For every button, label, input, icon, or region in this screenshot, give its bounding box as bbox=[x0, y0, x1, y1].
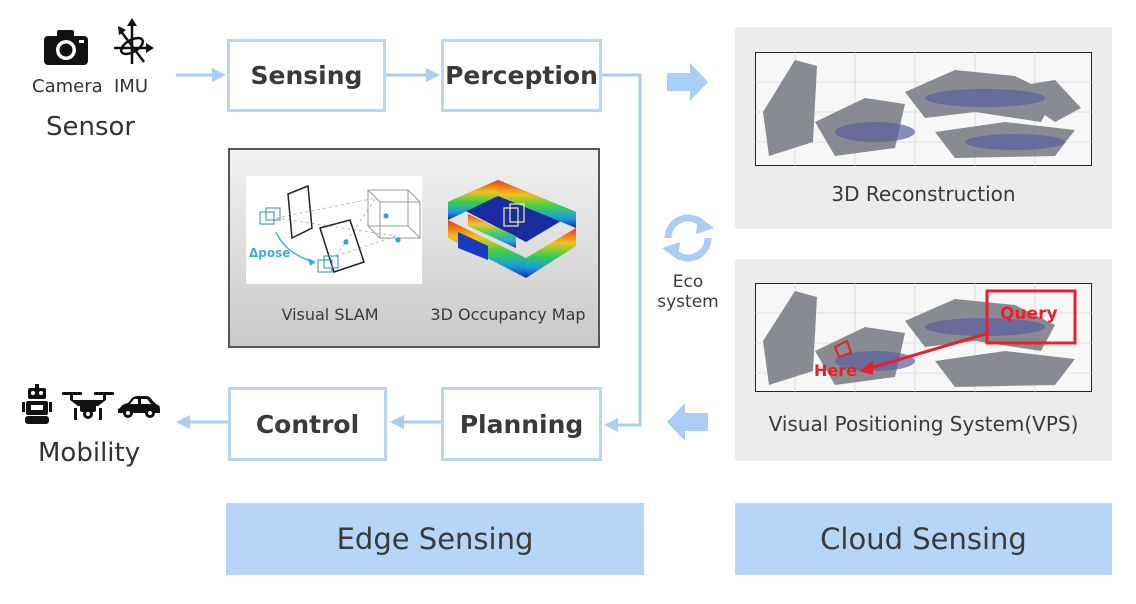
slam-delta-label: Δpose bbox=[249, 246, 291, 260]
block-arrow-to-cloud bbox=[667, 63, 708, 101]
control-node: Control bbox=[228, 387, 387, 461]
vps-caption: Visual Positioning System(VPS) bbox=[768, 412, 1079, 436]
ecosystem-line1: Eco bbox=[672, 272, 704, 292]
arrowhead-sensor-sensing bbox=[212, 68, 226, 82]
sensor-group-label: Sensor bbox=[46, 112, 136, 142]
mobility-label: Mobility bbox=[38, 438, 141, 468]
occupancy-caption: 3D Occupancy Map bbox=[430, 305, 586, 324]
block-arrow-from-cloud bbox=[667, 403, 708, 441]
robot-icon bbox=[22, 384, 52, 424]
reconstruction-image bbox=[755, 52, 1092, 166]
visual-slam-illustration bbox=[246, 176, 422, 284]
occupancy-map-illustration bbox=[448, 180, 576, 278]
arrowhead-planning-control bbox=[390, 415, 404, 429]
reconstruction-caption: 3D Reconstruction bbox=[831, 182, 1016, 206]
query-label: Query bbox=[1000, 304, 1058, 324]
car-icon bbox=[118, 396, 160, 418]
imu-icon bbox=[114, 18, 154, 64]
planning-node: Planning bbox=[441, 387, 602, 461]
camera-icon bbox=[44, 30, 88, 65]
vps-image bbox=[755, 283, 1092, 392]
ecosystem-line2: system bbox=[657, 292, 719, 312]
drone-icon bbox=[62, 392, 114, 420]
cycle-arrows-icon bbox=[662, 214, 714, 262]
arrowhead-to-planning bbox=[604, 418, 618, 432]
edge-sensing-band: Edge Sensing bbox=[226, 503, 644, 575]
arrowhead-control-mobility bbox=[176, 415, 190, 429]
camera-label: Camera bbox=[32, 76, 103, 97]
imu-label: IMU bbox=[114, 76, 149, 97]
query-box bbox=[985, 289, 1077, 345]
slam-caption: Visual SLAM bbox=[281, 305, 379, 324]
cloud-sensing-band: Cloud Sensing bbox=[735, 503, 1112, 575]
perception-node: Perception bbox=[441, 39, 602, 112]
sensing-node: Sensing bbox=[227, 39, 386, 112]
here-label: Here bbox=[814, 361, 857, 380]
arrowhead-sensing-perception bbox=[426, 68, 440, 82]
